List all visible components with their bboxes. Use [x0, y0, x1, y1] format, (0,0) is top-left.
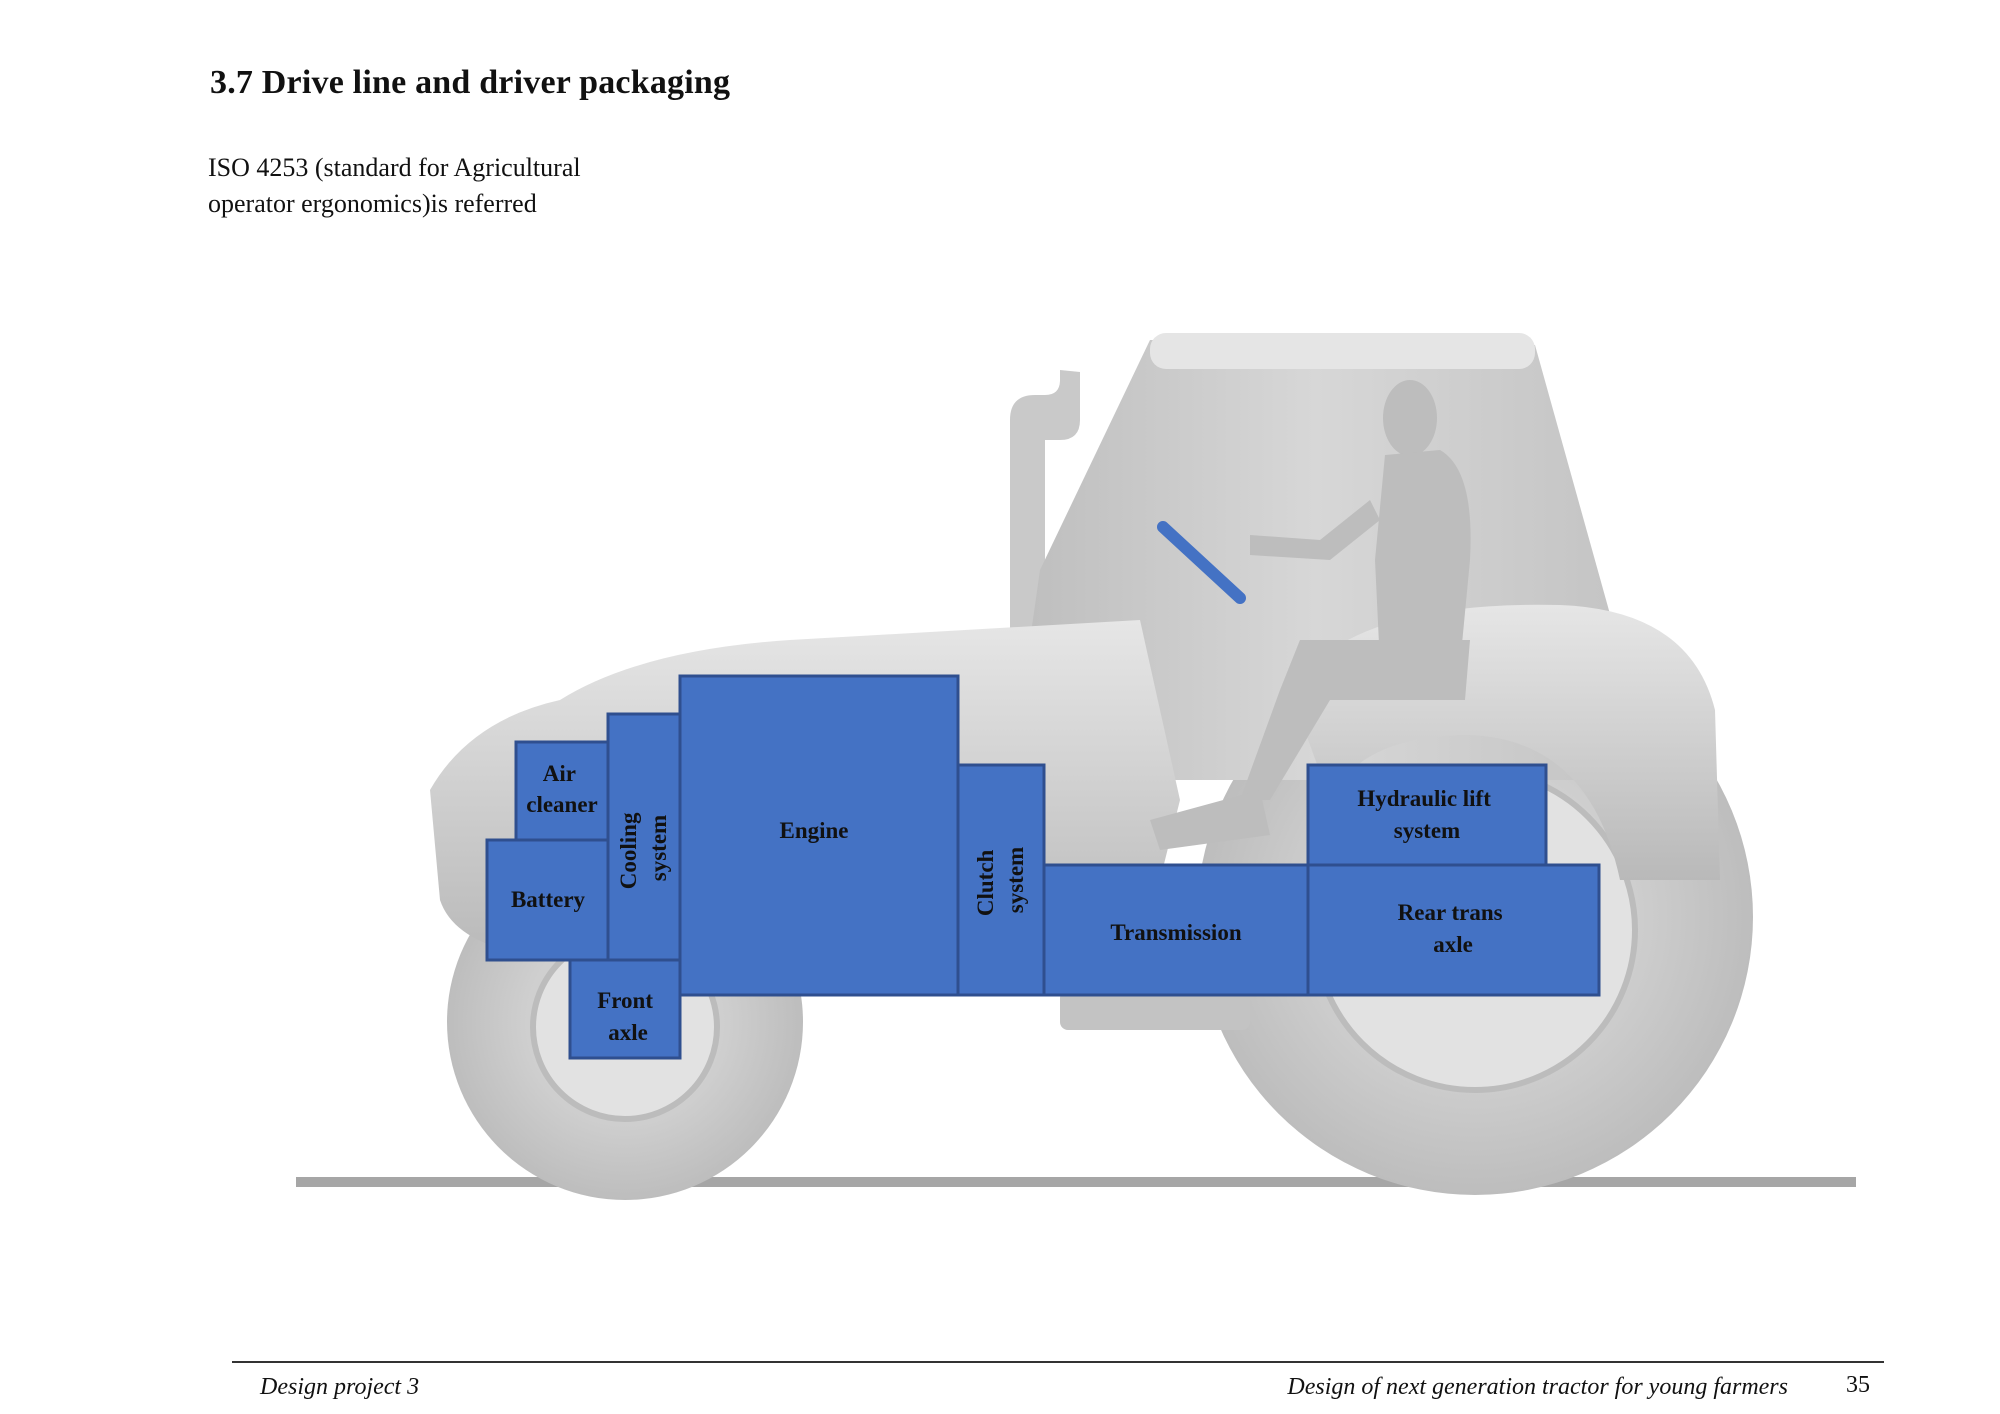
transmission-label: Transmission: [1110, 920, 1241, 945]
ground-line: [296, 1177, 1856, 1187]
battery-label: Battery: [511, 887, 586, 912]
front-axle-label: Front axle: [597, 988, 659, 1045]
page-title: 3.7 Drive line and driver packaging: [210, 64, 731, 101]
drive-line-blocks: Air cleaner Battery Cooling system Front…: [485, 674, 1601, 1060]
exhaust-pipe: [1010, 370, 1080, 700]
clutch-system-block: [956, 763, 1046, 997]
intro-text: ISO 4253 (standard for Agricultural oper…: [208, 150, 668, 222]
cooling-system-label: Cooling system: [616, 807, 671, 889]
intro-line-1: ISO 4253 (standard for Agricultural: [208, 153, 581, 182]
clutch-system-label: Clutch system: [973, 844, 1028, 916]
front-axle-block: [568, 958, 682, 1060]
engine-label: Engine: [779, 818, 848, 843]
transmission-block: [1042, 863, 1310, 997]
engine-block: [678, 674, 960, 997]
footer-right-text: Design of next generation tractor for yo…: [1287, 1374, 1788, 1400]
steering-wheel: [1157, 521, 1246, 604]
battery-block: [485, 838, 611, 962]
air-cleaner-block: [514, 740, 610, 842]
page-number: 35: [1846, 1372, 1870, 1398]
hydraulic-lift-label: Hydraulic lift system: [1357, 786, 1496, 843]
cab-roof: [1150, 333, 1535, 369]
rear-trans-axle-block: [1306, 863, 1601, 997]
chassis: [1060, 990, 1250, 1030]
hydraulic-lift-block: [1306, 763, 1548, 867]
intro-line-2: operator ergonomics)is referred: [208, 189, 537, 218]
footer-rule: [232, 1361, 1884, 1363]
air-cleaner-label: Air cleaner: [526, 761, 598, 817]
rear-trans-axle-label: Rear trans axle: [1398, 900, 1509, 957]
driver-figure: [1150, 380, 1471, 850]
footer-left-text: Design project 3: [260, 1374, 420, 1400]
